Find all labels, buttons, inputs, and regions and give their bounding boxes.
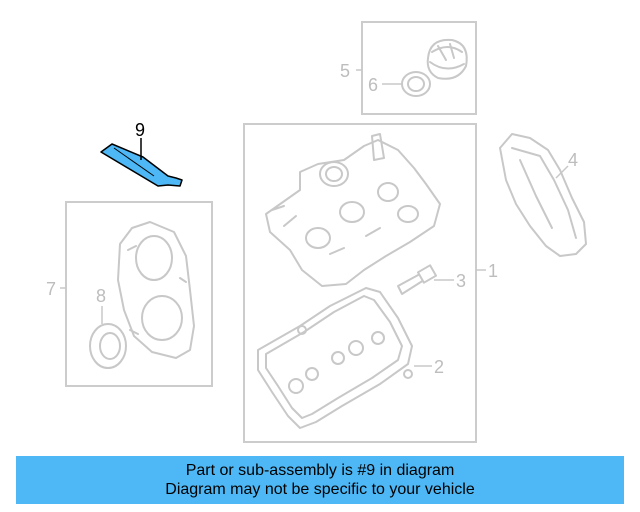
part-2-gasket[interactable] [257,287,413,429]
callout-2: 2 [434,357,444,377]
part-3-bolt[interactable] [397,264,438,295]
part-7-timing-cover[interactable] [117,221,195,359]
part-6-seal[interactable] [401,71,431,97]
callout-4: 4 [568,150,578,170]
callout-9: 9 [135,120,145,140]
callout-5: 5 [340,61,350,81]
banner-line-1: Part or sub-assembly is #9 in diagram [185,462,455,479]
part-1-valve-cover[interactable] [265,133,441,287]
banner-line-2: Diagram may not be specific to your vehi… [165,481,475,498]
callout-4-leader [555,165,569,179]
part-5-oil-cap[interactable] [426,38,468,80]
cover-group-box [243,123,477,443]
timing-cover-box [65,201,213,387]
info-banner: Part or sub-assembly is #9 in diagram Di… [16,456,624,504]
cap-group-box [361,21,477,115]
callout-3: 3 [456,271,466,291]
callout-8: 8 [96,286,106,306]
callout-7: 7 [46,279,56,299]
callout-1: 1 [488,261,498,281]
callout-6: 6 [368,75,378,95]
part-9-sealant[interactable] [100,143,183,187]
part-8-crank-seal[interactable] [89,323,127,369]
part-4-bracket[interactable] [499,133,587,257]
